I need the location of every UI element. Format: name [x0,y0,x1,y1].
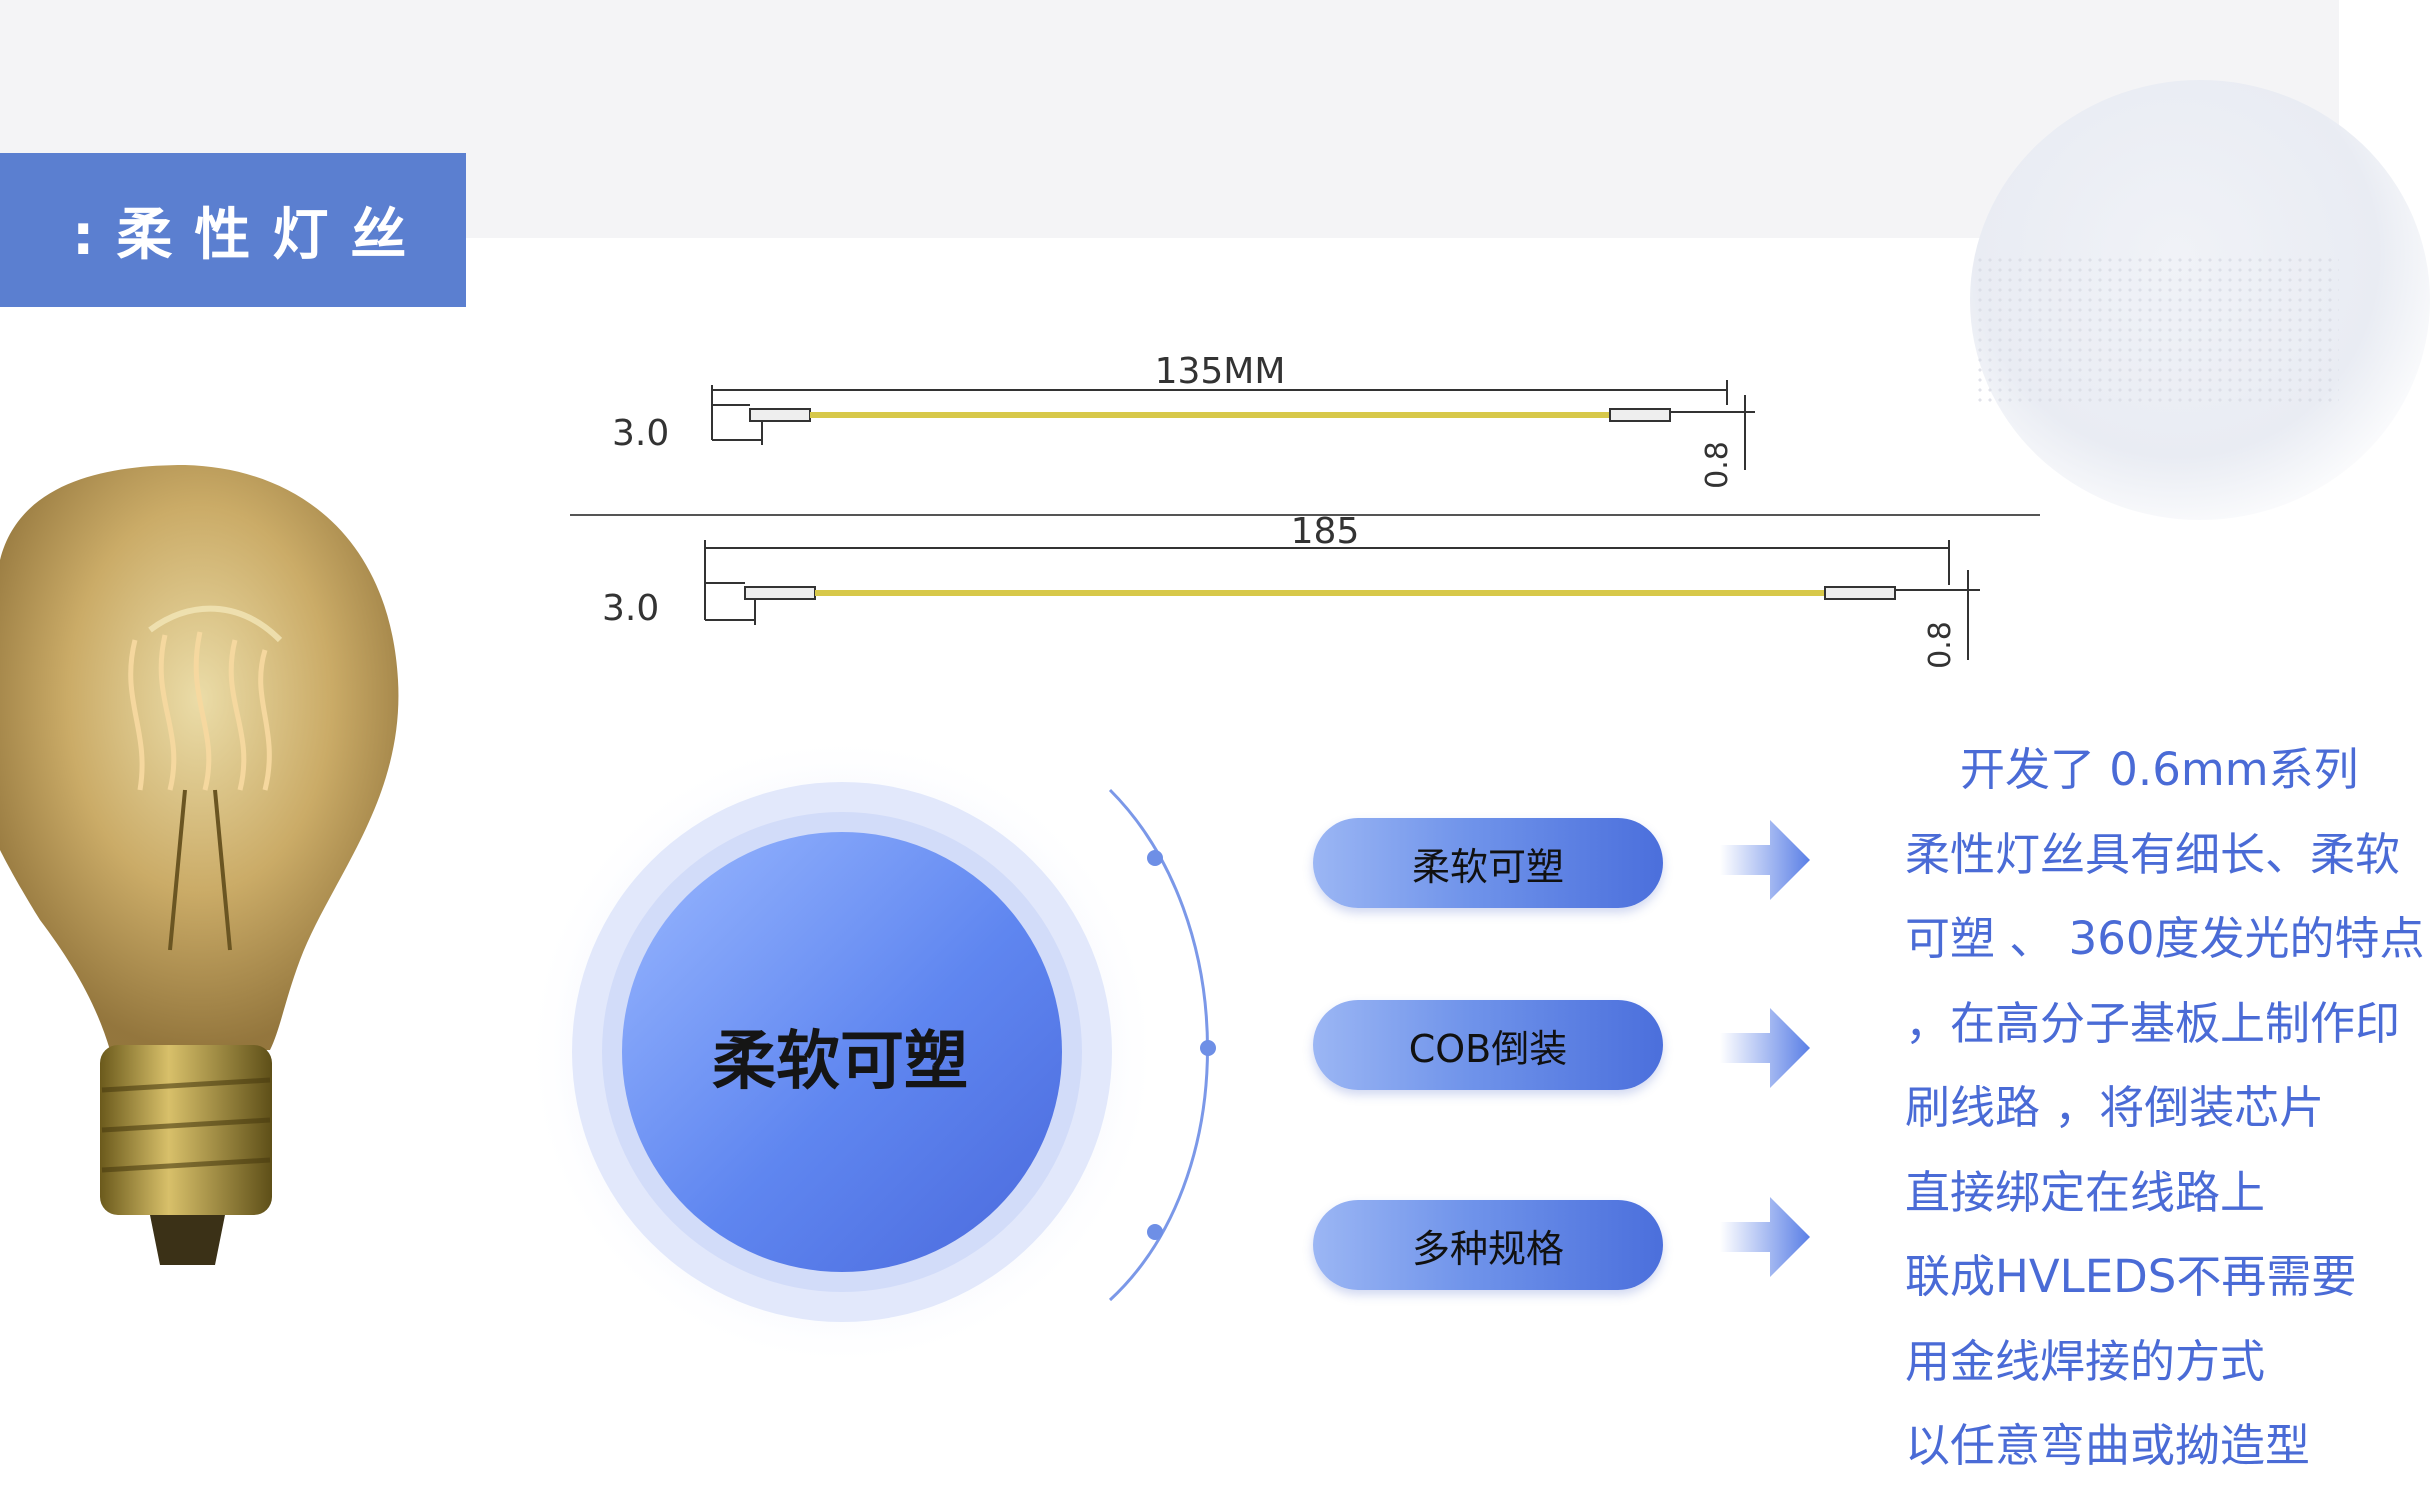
description-line: 用金线焊接的方式 [1905,1334,2266,1388]
filament-top [711,380,1755,470]
dimension-label-bottom-height: 0.8 [1923,621,1958,669]
description-line: ，在高分子基板上制作印 [1905,996,2401,1050]
filament-bottom [704,540,1980,660]
description-line: 柔性灯丝具有细长、柔软 [1905,827,2401,881]
feature-hub [524,734,1216,1370]
section-title-box: :柔性灯丝 [0,153,466,307]
dimension-label-bottom-end: 3.0 [602,588,659,629]
connector-dot [1147,1224,1163,1240]
description-line: 直接绑定在线路上 [1905,1165,2266,1219]
connector-dot [1147,850,1163,866]
description-line: 开发了 0.6mm系列 [1960,743,2359,796]
center-feature-label: 柔软可塑 [712,1025,968,1099]
description-text: 开发了 0.6mm系列 柔性灯丝具有细长、柔软 可塑 、 360度发光的特点 ，… [1905,728,2425,1501]
illustration-layer: 135MM 3.0 0.8 185 3.0 0.8 [0,351,2040,1370]
decorative-dot-pattern [1975,255,2339,405]
dimension-label-top-height: 0.8 [1700,441,1735,489]
connector-dot [1200,1040,1216,1056]
feature-pill-sizes: 多种规格 [1313,1200,1663,1290]
filament-dimension-drawing [570,380,2040,660]
description-line: 刷线路 ，将倒装芯片 [1905,1081,2325,1134]
description-line: 以任意弯曲或拗造型 [1905,1419,2311,1472]
feature-pill-cob: COB倒装 [1313,1000,1663,1090]
feature-pill-flexible: 柔软可塑 [1313,818,1663,908]
description-line: 联成HVLEDS不再需要 [1905,1250,2357,1303]
arrow-icon [1720,820,1810,900]
dimension-label-top-end: 3.0 [612,413,669,454]
arrow-icon [1720,1197,1810,1277]
dimension-label-bottom-length: 185 [1291,511,1360,552]
light-bulb-image [0,465,399,1265]
arrow-icon [1720,1008,1810,1088]
center-circle [622,832,1062,1272]
page-title: :柔性灯丝 [72,202,429,268]
description-line: 可塑 、 360度发光的特点 [1905,912,2425,965]
dimension-label-top-length: 135MM [1155,351,1286,392]
